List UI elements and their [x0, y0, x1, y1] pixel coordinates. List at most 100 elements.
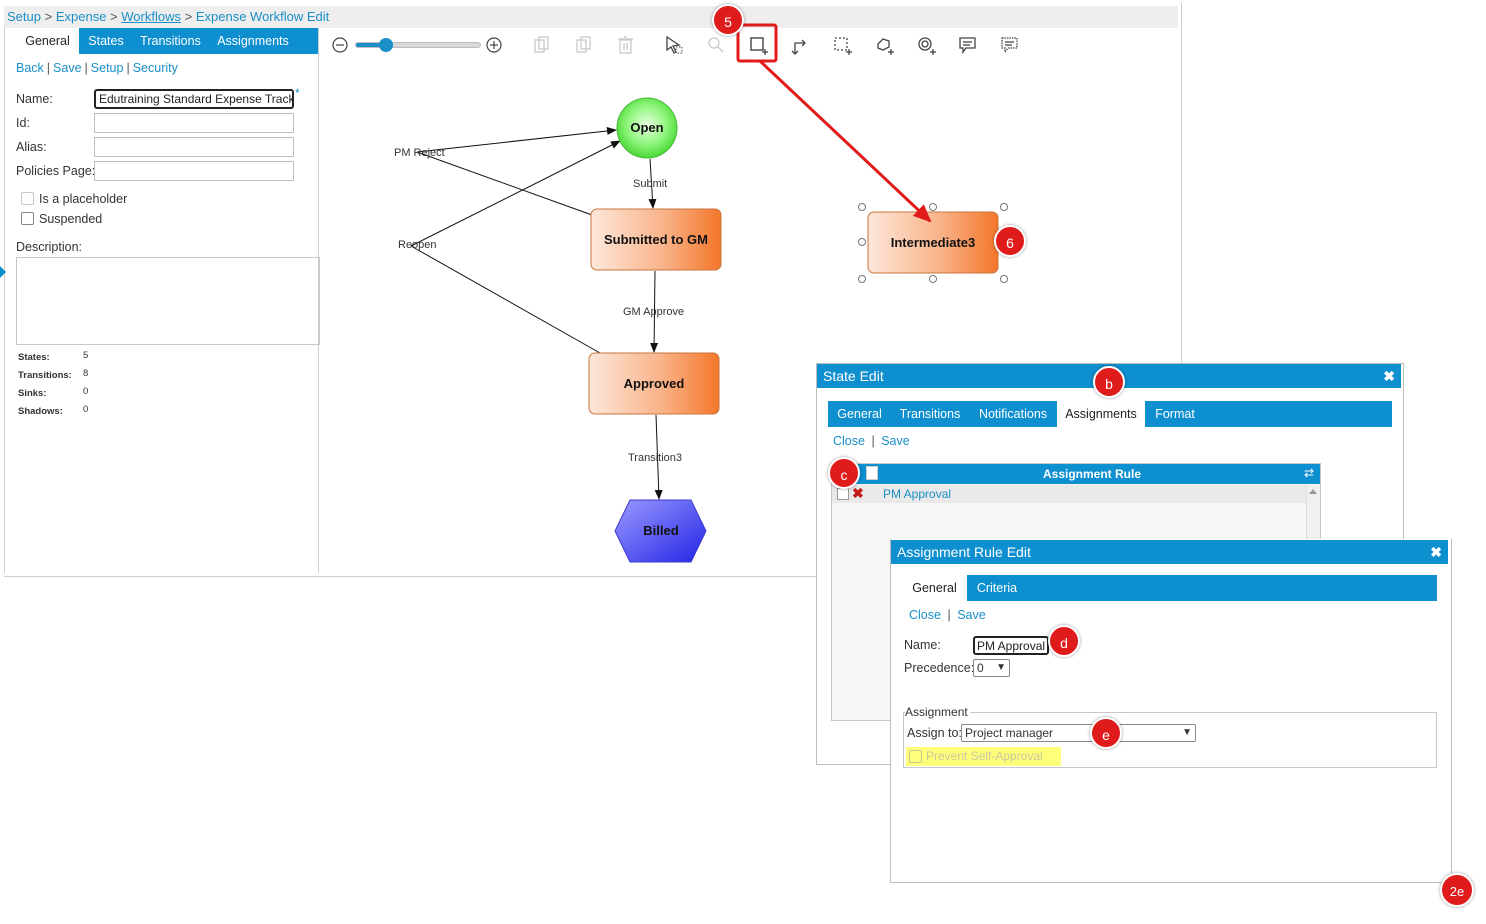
state-open[interactable] — [616, 97, 678, 159]
save-link[interactable]: Save — [53, 61, 82, 75]
label-transition3[interactable]: Transition3 — [628, 452, 682, 464]
save-link[interactable]: Save — [881, 434, 910, 448]
rule-name-input[interactable] — [973, 636, 1049, 655]
policies-page-input[interactable] — [94, 161, 294, 181]
delete-row-icon[interactable]: ✖ — [852, 485, 864, 501]
assignment-fieldset — [903, 712, 1437, 768]
paste-icon[interactable] — [576, 36, 591, 53]
name-input[interactable] — [94, 89, 294, 109]
back-link[interactable]: Back — [16, 61, 44, 75]
tab-notifications[interactable]: Notifications — [978, 407, 1048, 421]
edge-gm-approve[interactable] — [650, 270, 659, 353]
prevent-self-approval-checkbox[interactable] — [909, 750, 922, 763]
tab-assignments[interactable]: Assignments — [1057, 401, 1145, 427]
name-label: Name: — [16, 92, 53, 106]
breadcrumb: Setup > Expense > Workflows > Expense Wo… — [4, 6, 1178, 28]
breadcrumb-workflows[interactable]: Workflows — [121, 9, 181, 24]
close-link[interactable]: Close — [833, 434, 865, 448]
breadcrumb-sep: > — [110, 9, 118, 24]
comments-icon[interactable] — [1001, 37, 1018, 54]
state-approved[interactable] — [588, 352, 720, 415]
label-gm-approve[interactable]: GM Approve — [623, 306, 684, 318]
suspended-label: Suspended — [39, 212, 103, 226]
rule-edit-title-bar: Assignment Rule Edit ✖ — [891, 540, 1448, 564]
tab-states[interactable]: States — [88, 34, 124, 48]
assign-to-select[interactable]: Project manager ▼ — [961, 724, 1196, 742]
edge-submitted-to-pm-reject[interactable] — [416, 151, 593, 216]
add-comment-icon[interactable] — [959, 37, 976, 54]
label-reopen[interactable]: Reopen — [398, 239, 437, 251]
add-sink-icon[interactable] — [918, 37, 936, 55]
zoom-out-icon[interactable] — [331, 36, 349, 54]
zoom-in-icon[interactable] — [485, 36, 503, 54]
stat-sinks-label: Sinks: — [18, 388, 47, 399]
edge-transition3[interactable] — [654, 414, 663, 500]
edge-approved-to-reopen[interactable] — [410, 245, 601, 354]
rule-name-link[interactable]: PM Approval — [883, 487, 952, 501]
annotation-marker-6: 6 — [994, 225, 1026, 257]
description-textarea[interactable] — [16, 257, 320, 345]
chevron-down-icon: ▼ — [996, 662, 1006, 673]
zoom-search-icon[interactable] — [708, 37, 724, 53]
tab-transitions[interactable]: Transitions — [140, 34, 201, 48]
scroll-up-icon[interactable] — [1309, 489, 1317, 494]
copy-icon[interactable] — [534, 36, 549, 53]
state-edit-title: State Edit — [823, 368, 884, 384]
tab-transitions[interactable]: Transitions — [899, 407, 961, 421]
toolbar-icons — [534, 35, 1018, 55]
delete-icon[interactable] — [618, 36, 633, 54]
splitter-handle[interactable] — [0, 266, 6, 278]
link-sep: | — [126, 61, 130, 75]
tab-format[interactable]: Format — [1155, 407, 1195, 421]
add-transition-icon[interactable] — [791, 39, 806, 55]
zoom-slider-fill — [356, 43, 381, 47]
highlight-prevent-self-approval — [906, 747, 1061, 766]
label-pm-reject[interactable]: PM Reject — [394, 147, 445, 159]
stat-sinks-value: 0 — [83, 386, 89, 397]
add-shadow-icon[interactable] — [877, 38, 894, 55]
table-row[interactable]: ✖ PM Approval — [832, 485, 1306, 503]
breadcrumb-expense[interactable]: Expense — [55, 9, 107, 24]
save-link[interactable]: Save — [957, 608, 986, 622]
close-icon[interactable]: ✖ — [1430, 544, 1442, 560]
state-billed-label: Billed — [643, 523, 678, 538]
policies-page-label: Policies Page: — [16, 164, 96, 178]
precedence-value: 0 — [977, 661, 984, 675]
id-input[interactable] — [94, 113, 294, 133]
tab-general[interactable]: General — [902, 575, 967, 601]
breadcrumb-setup[interactable]: Setup — [7, 9, 41, 24]
state-approved-label: Approved — [624, 376, 685, 391]
zoom-slider-thumb[interactable] — [378, 38, 393, 52]
add-state-icon[interactable] — [750, 37, 768, 55]
alias-input[interactable] — [94, 137, 294, 157]
tab-assignments[interactable]: Assignments — [217, 34, 289, 48]
close-link[interactable]: Close — [909, 608, 941, 622]
suspended-checkbox[interactable] — [21, 212, 34, 225]
add-group-icon[interactable] — [834, 37, 852, 55]
link-sep: | — [947, 608, 951, 622]
tab-criteria[interactable]: Criteria — [976, 581, 1018, 595]
select-pointer-icon[interactable] — [666, 35, 683, 54]
zoom-slider[interactable] — [355, 38, 481, 52]
label-submit[interactable]: Submit — [633, 178, 667, 190]
state-submitted[interactable] — [590, 208, 722, 271]
security-link[interactable]: Security — [132, 61, 178, 75]
breadcrumb-sep: > — [44, 9, 53, 24]
precedence-select[interactable]: 0 ▼ — [973, 659, 1010, 677]
prevent-self-approval-label: Prevent Self-Approval — [926, 749, 1043, 763]
column-menu-icon[interactable] — [866, 466, 878, 480]
tab-general[interactable]: General — [16, 28, 79, 54]
assign-to-label: Assign to: — [907, 726, 962, 740]
placeholder-checkbox[interactable] — [21, 192, 34, 205]
state-billed[interactable] — [614, 499, 707, 563]
close-icon[interactable]: ✖ — [1383, 368, 1395, 384]
edge-reopen-to-open[interactable] — [410, 140, 621, 247]
tab-general[interactable]: General — [837, 407, 882, 421]
row-checkbox[interactable] — [837, 488, 849, 500]
state-intermediate3-label: Intermediate3 — [891, 235, 976, 250]
swap-columns-icon[interactable]: ⇄ — [1304, 466, 1315, 480]
edge-pm-reject-to-open[interactable] — [416, 127, 617, 153]
setup-link[interactable]: Setup — [90, 61, 124, 75]
edge-submit[interactable] — [648, 158, 657, 209]
